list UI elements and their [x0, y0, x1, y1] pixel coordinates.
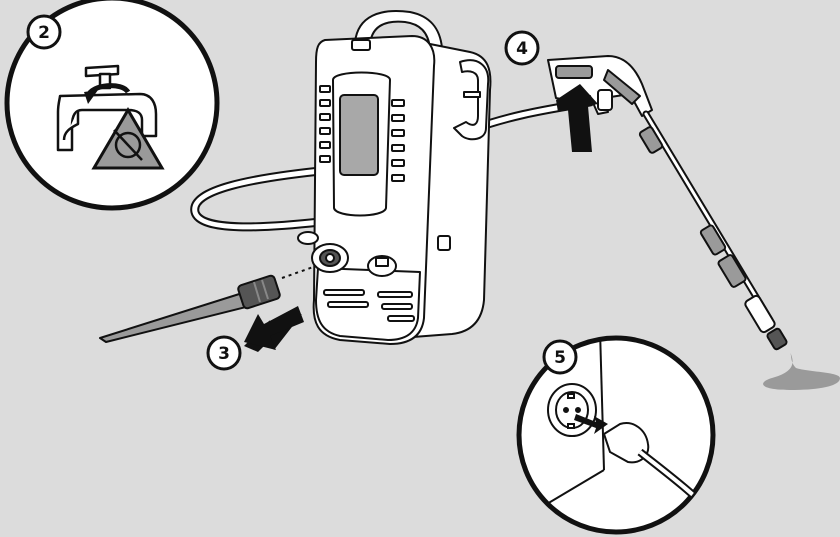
- step-4-label: 4: [504, 30, 540, 66]
- callout-tap: 2: [4, 0, 220, 211]
- step-3-label: 3: [206, 335, 242, 371]
- step-badge-4: [504, 30, 540, 66]
- direction-arrow-5: [574, 414, 608, 434]
- step-number-2: 2: [38, 23, 50, 43]
- spray-lance: [638, 110, 788, 351]
- direction-arrow-3: [244, 306, 304, 350]
- step-number-3: 3: [218, 344, 230, 364]
- direction-arrow-4: [556, 84, 598, 152]
- step-badge-5: [542, 339, 578, 375]
- step-badge-2: [26, 14, 62, 50]
- garden-hose-coupling: [99, 265, 317, 343]
- callout-power-socket: 5: [516, 335, 716, 535]
- step-number-4: 4: [516, 39, 528, 59]
- tap-icon: [56, 64, 158, 152]
- adjustment-knob: [367, 255, 397, 277]
- wall-socket-icon: [547, 383, 597, 437]
- step-badge-3: [206, 335, 242, 371]
- warning-triangle-icon: [91, 107, 165, 170]
- water-inlet-connector: [311, 243, 349, 273]
- water-puddle: [763, 352, 840, 390]
- step-number-5: 5: [554, 348, 566, 368]
- pressure-washer-unit: [297, 10, 492, 345]
